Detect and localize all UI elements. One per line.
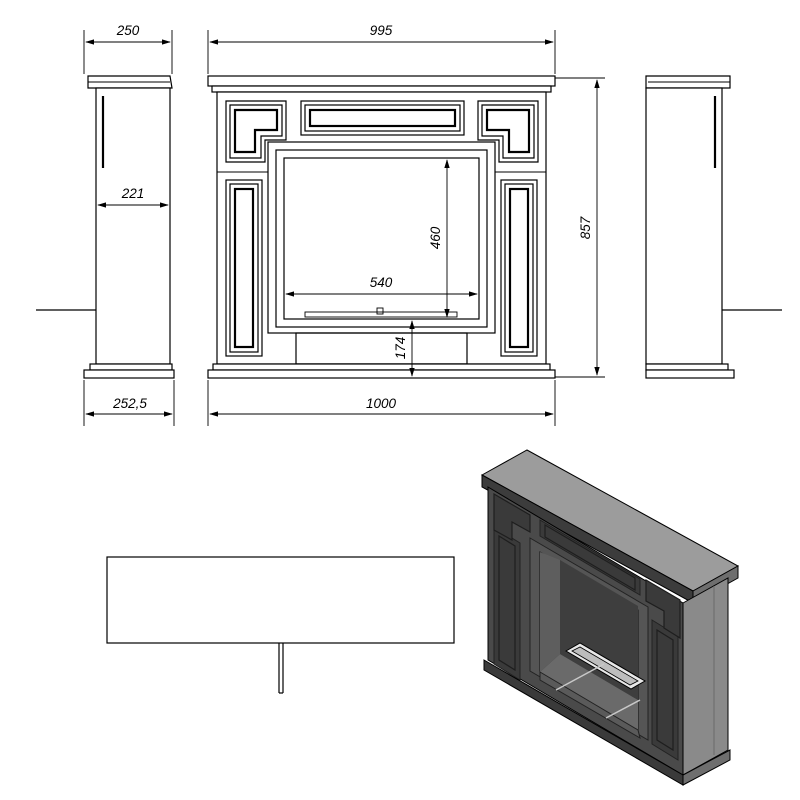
dim-front-base-width: 1000	[366, 396, 397, 411]
dim-total-height: 857	[578, 216, 593, 239]
front-view: 995 1000 857 460 540 174	[207, 23, 605, 426]
dim-side-base-depth: 252,5	[112, 396, 147, 411]
dim-side-top-depth: 250	[116, 23, 140, 38]
left-side-view: 250 221 252,5	[36, 23, 175, 426]
right-side-view	[645, 75, 782, 379]
dim-front-top-width: 995	[370, 23, 393, 38]
dim-side-mid-depth: 221	[121, 186, 145, 201]
dim-opening-width: 540	[370, 275, 393, 290]
plan-view	[106, 556, 455, 694]
dim-plinth-height: 174	[393, 337, 408, 360]
isometric-render	[480, 449, 740, 786]
dim-opening-height: 460	[428, 226, 443, 249]
